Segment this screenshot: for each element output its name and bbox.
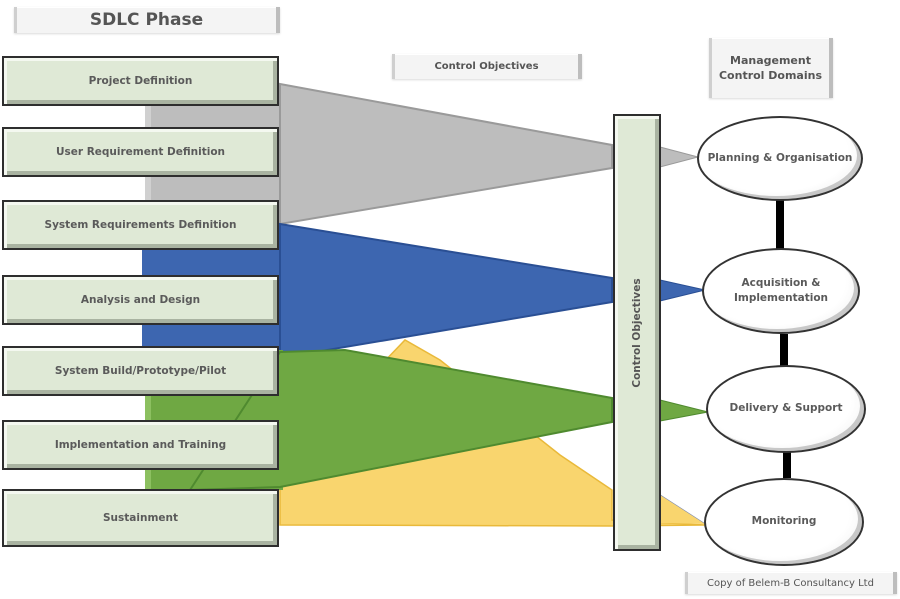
phase-analysis-and-design[interactable]: Analysis and Design	[2, 275, 279, 325]
domain-delivery-support[interactable]: Delivery & Support	[706, 365, 866, 453]
copyright-label: Copy of Belem-B Consultancy Ltd	[685, 572, 897, 594]
flow-monitoring-tip	[660, 495, 705, 524]
phase-implementation-and-training[interactable]: Implementation and Training	[2, 420, 279, 470]
connector-acquisition-delivery	[780, 334, 788, 368]
phase-project-definition[interactable]: Project Definition	[2, 56, 279, 106]
connector-delivery-monitoring	[783, 452, 791, 478]
flow-acquisition-tip	[659, 279, 706, 302]
domain-monitoring[interactable]: Monitoring	[704, 478, 864, 566]
control-objectives-bar[interactable]: Control Objectives	[613, 114, 661, 551]
phase-sustainment[interactable]: Sustainment	[2, 489, 279, 547]
flow-delivery-tip	[659, 399, 709, 422]
connector-planning-acquisition	[776, 198, 784, 250]
phase-user-requirement-definition[interactable]: User Requirement Definition	[2, 127, 279, 177]
sdlc-phase-title: SDLC Phase	[14, 7, 280, 33]
domain-acquisition-implementation[interactable]: Acquisition & Implementation	[702, 248, 860, 334]
domain-planning-organisation[interactable]: Planning & Organisation	[697, 116, 863, 201]
control-objectives-bar-label: Control Objectives	[631, 277, 643, 388]
control-objectives-title: Control Objectives	[392, 54, 582, 79]
flow-acquisition	[279, 222, 613, 360]
phase-system-requirements-definition[interactable]: System Requirements Definition	[2, 200, 279, 250]
flow-planning	[279, 82, 613, 226]
phase-system-build-prototype-pilot[interactable]: System Build/Prototype/Pilot	[2, 346, 279, 396]
flow-planning-tip	[659, 146, 700, 168]
management-control-domains-title: Management Control Domains	[709, 38, 833, 98]
